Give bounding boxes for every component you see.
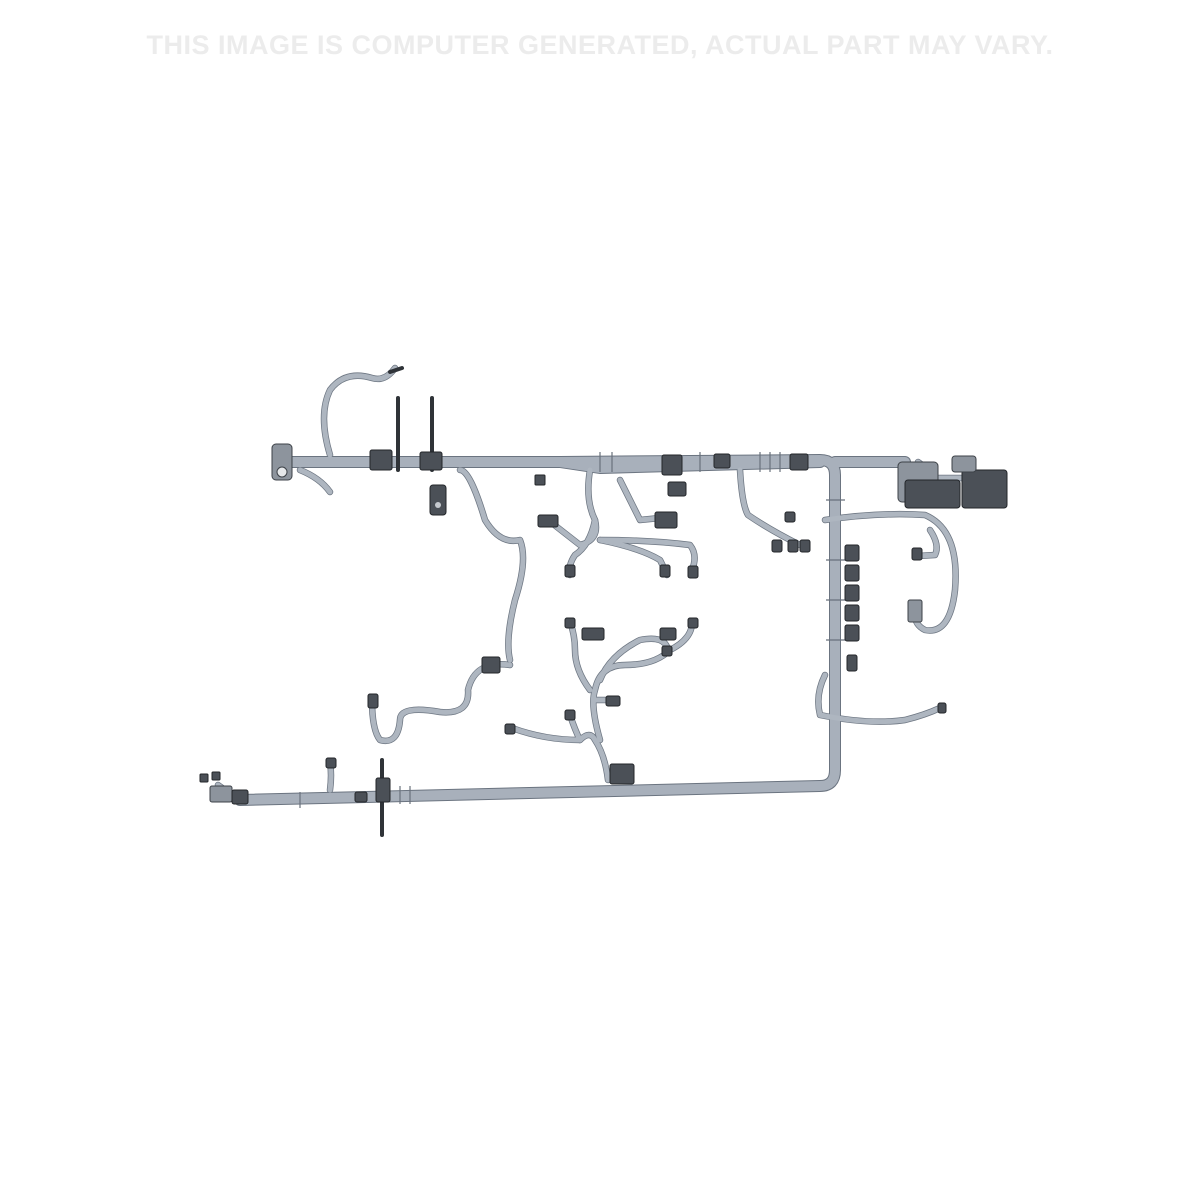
watermark-text: THIS IMAGE IS COMPUTER GENERATED, ACTUAL… (146, 30, 1054, 60)
harness-branches (215, 365, 1003, 803)
harness-outline (214, 364, 1004, 806)
tape-wraps (299, 452, 845, 808)
connectors (199, 443, 1008, 805)
clip-straps (380, 366, 434, 837)
